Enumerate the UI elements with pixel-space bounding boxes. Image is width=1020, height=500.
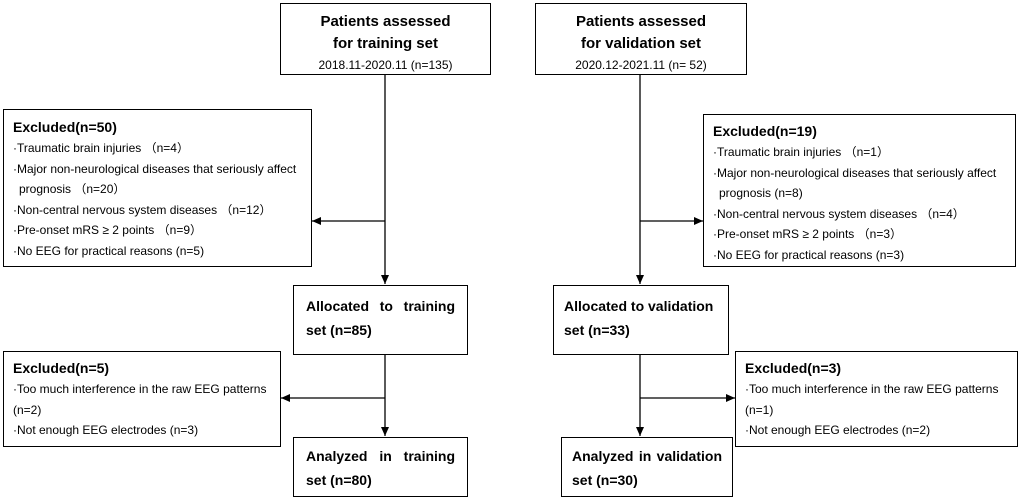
val-excluded1-item: ·Major non-neurological diseases that se…: [713, 165, 997, 180]
train-excluded2-item: ·Too much interference in the raw EEG pa…: [13, 382, 267, 396]
val-excluded1-item: prognosis (n=8): [719, 186, 803, 200]
train-assessed-box: Patients assessed for training set 2018.…: [280, 3, 491, 75]
train-assessed-line1: Patients assessed: [320, 13, 451, 30]
val-allocated-line2: set (n=33): [564, 322, 630, 338]
train-excluded1-item: ·Major non-neurological diseases that se…: [13, 161, 297, 176]
train-excluded1-title: Excluded(n=50): [13, 119, 117, 135]
val-excluded1-item: ·Traumatic brain injuries （n=1）: [713, 145, 889, 159]
val-analyzed-line2: set (n=30): [572, 472, 638, 488]
train-assessed-period: 2018.11-2020.11 (n=135): [318, 58, 453, 72]
val-excluded2-item: ·Too much interference in the raw EEG pa…: [745, 382, 999, 396]
train-excluded2-box: Excluded(n=5) ·Too much interference in …: [3, 351, 281, 447]
val-allocated-box: Allocated to validation set (n=33): [553, 285, 729, 355]
val-excluded2-title: Excluded(n=3): [745, 360, 842, 376]
val-excluded2-item: (n=1): [745, 402, 774, 417]
train-excluded2-item: ·Not enough EEG electrodes (n=3): [13, 423, 199, 437]
train-excluded1-box: Excluded(n=50) ·Traumatic brain injuries…: [3, 109, 312, 267]
train-excluded1-item: ·Pre-onset mRS ≥ 2 points （n=9）: [13, 223, 202, 237]
train-allocated-line1: Allocated to training: [306, 298, 455, 314]
train-excluded1-item: ·Traumatic brain injuries （n=4）: [13, 141, 189, 155]
val-assessed-period: 2020.12-2021.11 (n= 52): [575, 58, 707, 72]
val-assessed-line1: Patients assessed: [575, 13, 707, 30]
val-analyzed-line1: Analyzed in validation: [572, 448, 722, 464]
train-analyzed-box: Analyzed in training set (n=80): [293, 437, 468, 497]
train-analyzed-line2: set (n=80): [306, 472, 372, 488]
val-excluded2-item: ·Not enough EEG electrodes (n=2): [745, 423, 931, 437]
val-assessed-line2: for validation set: [580, 35, 702, 52]
train-excluded1-item: prognosis （n=20）: [19, 182, 126, 196]
train-excluded1-item: ·Non-central nervous system diseases （n=…: [13, 202, 272, 217]
val-allocated-line1: Allocated to validation: [564, 298, 714, 314]
val-excluded1-item: ·Non-central nervous system diseases （n=…: [713, 206, 965, 221]
train-excluded2-item: (n=2): [13, 402, 42, 417]
val-excluded1-box: Excluded(n=19) ·Traumatic brain injuries…: [703, 114, 1016, 267]
train-excluded2-title: Excluded(n=5): [13, 360, 110, 376]
val-analyzed-box: Analyzed in validation set (n=30): [561, 437, 733, 497]
train-analyzed-line1: Analyzed in training: [306, 448, 455, 464]
val-assessed-box: Patients assessed for validation set 202…: [535, 3, 747, 75]
train-allocated-line2: set (n=85): [306, 322, 372, 338]
val-excluded1-title: Excluded(n=19): [713, 123, 817, 139]
train-allocated-box: Allocated to training set (n=85): [293, 285, 468, 355]
val-excluded1-item: ·Pre-onset mRS ≥ 2 points （n=3）: [713, 227, 902, 241]
val-excluded2-box: Excluded(n=3) ·Too much interference in …: [735, 351, 1018, 447]
train-assessed-line2: for training set: [332, 35, 438, 52]
val-excluded1-item: ·No EEG for practical reasons (n=3): [713, 247, 905, 262]
train-excluded1-item: ·No EEG for practical reasons (n=5): [13, 243, 205, 258]
